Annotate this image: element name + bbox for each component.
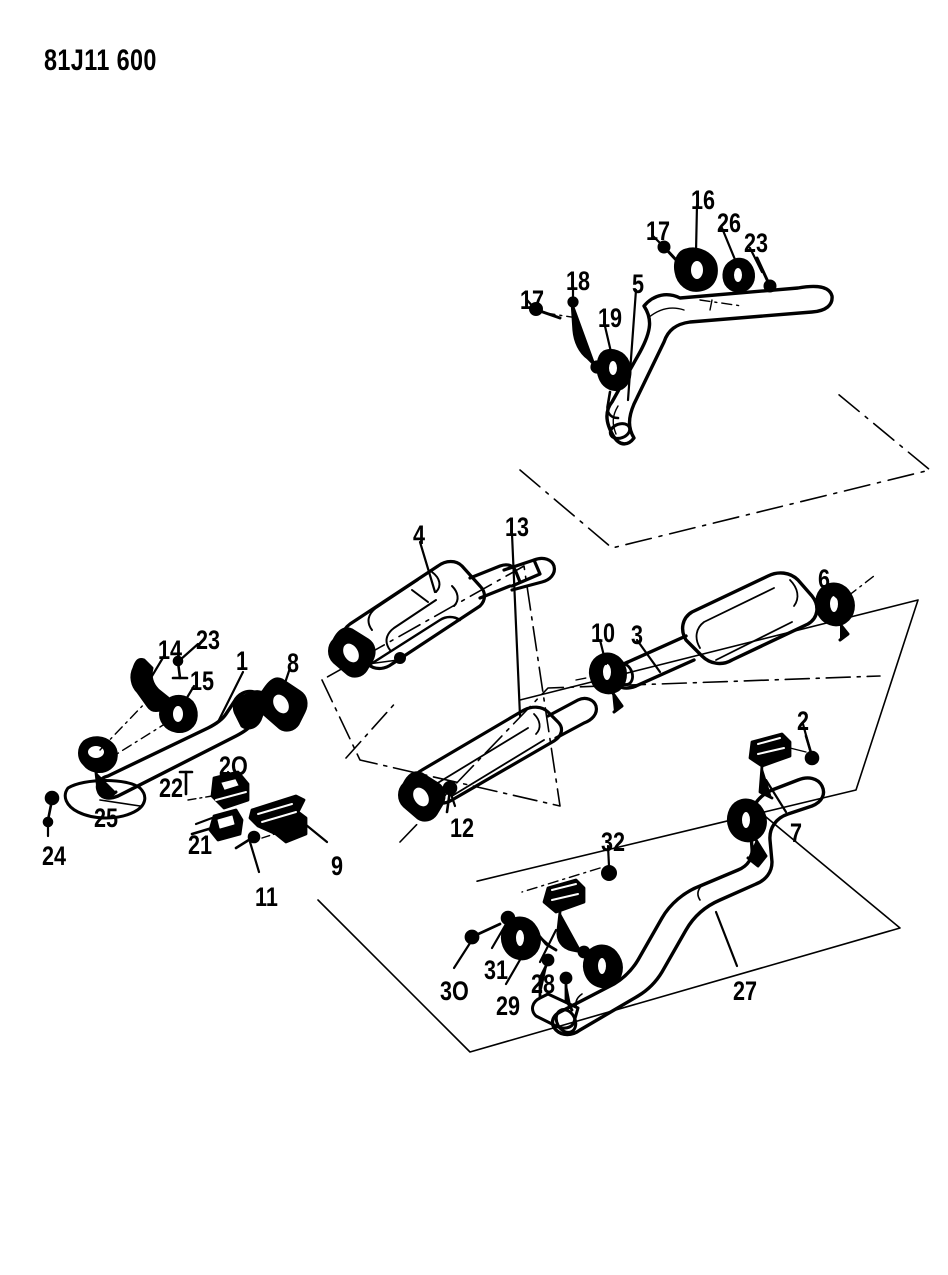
callout-20: 2O bbox=[219, 751, 248, 781]
callout-15: 15 bbox=[190, 666, 215, 696]
callout-7: 7 bbox=[790, 818, 803, 848]
callout-21: 21 bbox=[188, 830, 213, 860]
document-code: 81J11 600 bbox=[44, 44, 157, 77]
callout-14: 14 bbox=[158, 635, 183, 665]
callout-19: 19 bbox=[598, 303, 623, 333]
callout-2: 2 bbox=[797, 706, 810, 736]
callout-23-right: 23 bbox=[744, 228, 769, 258]
callout-22: 22 bbox=[159, 773, 184, 803]
callout-32: 32 bbox=[601, 827, 626, 857]
callout-1: 1 bbox=[236, 646, 249, 676]
callout-24: 24 bbox=[42, 841, 67, 871]
callout-8: 8 bbox=[287, 648, 300, 678]
callout-23-left: 23 bbox=[196, 625, 221, 655]
callout-25: 25 bbox=[94, 803, 119, 833]
callout-28: 28 bbox=[531, 969, 556, 999]
callout-4: 4 bbox=[413, 520, 426, 550]
callout-27: 27 bbox=[733, 976, 758, 1006]
callout-26: 26 bbox=[717, 208, 742, 238]
callout-29: 29 bbox=[496, 991, 521, 1021]
callout-6: 6 bbox=[818, 564, 831, 594]
callout-31: 31 bbox=[484, 955, 509, 985]
callout-9: 9 bbox=[331, 851, 344, 881]
callout-10: 10 bbox=[591, 618, 616, 648]
callout-16: 16 bbox=[691, 185, 716, 215]
callout-11: 11 bbox=[255, 882, 278, 912]
callout-18: 18 bbox=[566, 266, 591, 296]
callout-3: 3 bbox=[631, 620, 644, 650]
callout-13: 13 bbox=[505, 512, 530, 542]
callout-17-upper: 17 bbox=[646, 216, 671, 246]
callout-30: 3O bbox=[440, 976, 469, 1006]
callout-17-lower: 17 bbox=[520, 285, 545, 315]
callout-5: 5 bbox=[632, 269, 645, 299]
callout-12: 12 bbox=[450, 813, 475, 843]
